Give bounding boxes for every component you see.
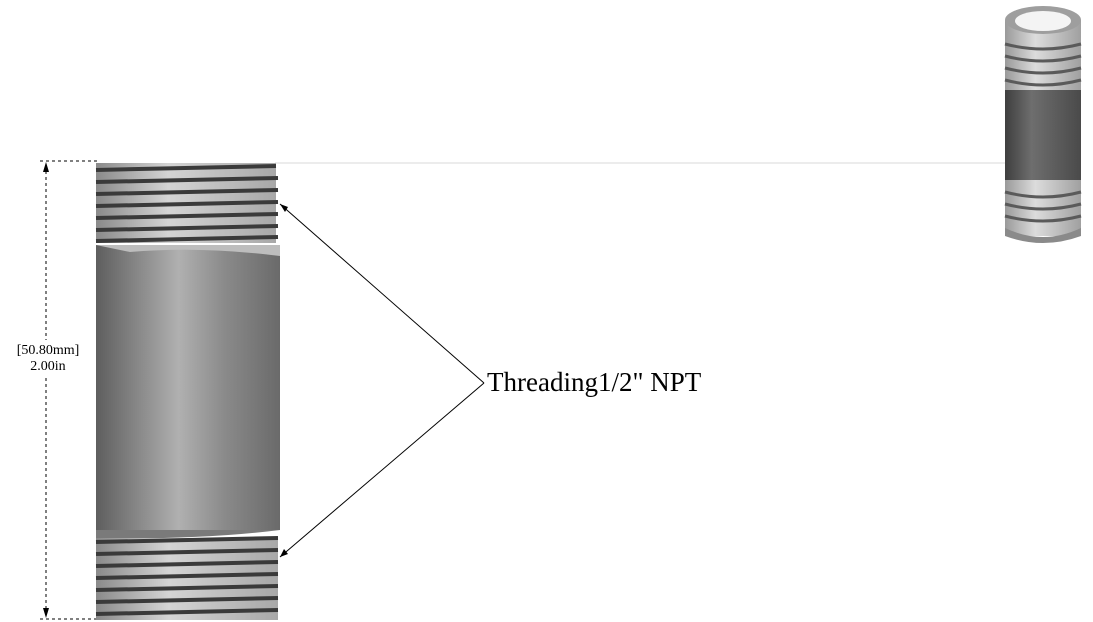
callout-leaders bbox=[279, 203, 485, 558]
pipe-iso-view bbox=[1004, 6, 1082, 243]
dimension-metric-label: [50.80mm] bbox=[16, 343, 80, 358]
dimension-extension-lines bbox=[40, 160, 98, 620]
leader-arrowheads bbox=[280, 204, 288, 557]
dimension-arrowheads bbox=[43, 162, 49, 618]
top-thread-grooves bbox=[95, 164, 279, 243]
threading-callout-label: Threading1/2" NPT bbox=[487, 367, 702, 397]
dimension-imperial-label: 2.00in bbox=[30, 359, 66, 374]
pipe-side-view bbox=[95, 163, 280, 620]
bottom-thread-grooves bbox=[95, 536, 279, 616]
